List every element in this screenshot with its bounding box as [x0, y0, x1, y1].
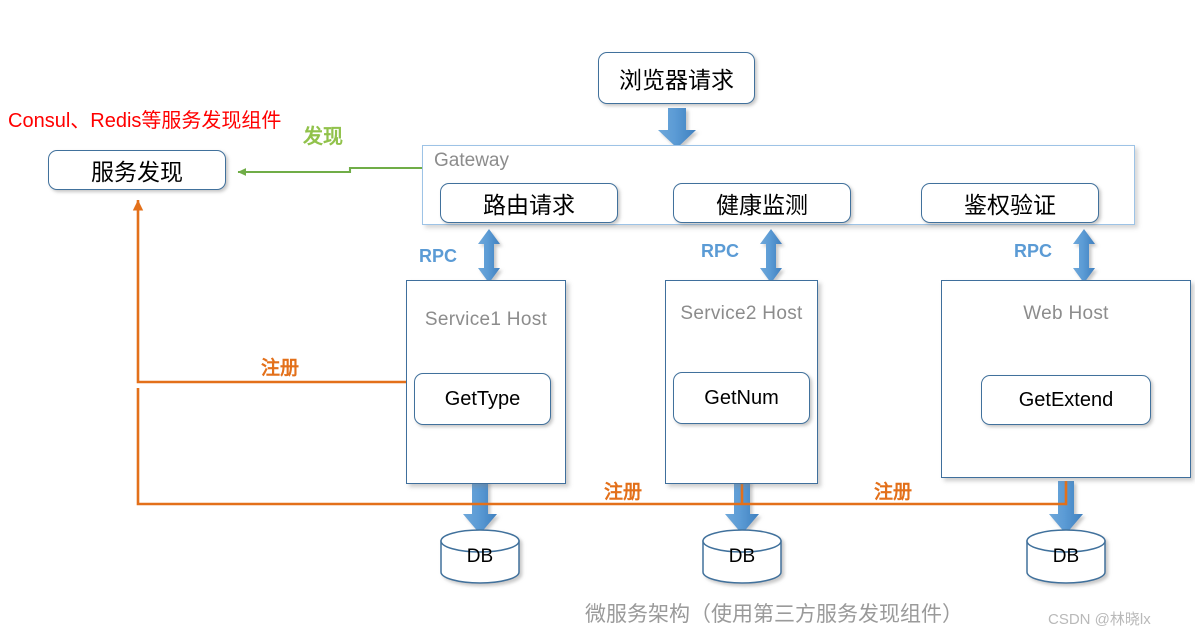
edge-label-rpc-2: RPC: [701, 241, 740, 261]
gateway-item-route-request-label: 路由请求: [483, 192, 575, 218]
node-db-1-label: DB: [466, 546, 494, 567]
node-service-discovery[interactable]: 服务发现: [48, 150, 226, 190]
arrow-rpc-service2: [760, 229, 782, 283]
edge-label-register-2: 注册: [604, 482, 643, 503]
edge-label-register-1: 注册: [261, 358, 300, 379]
gateway-item-route-request[interactable]: 路由请求: [440, 183, 618, 223]
note-discovery-components: Consul、Redis等服务发现组件: [8, 110, 282, 132]
arrow-web-to-db: [1049, 481, 1083, 534]
node-db-1[interactable]: DB: [441, 546, 519, 572]
arrow-browser-to-gateway: [658, 108, 696, 148]
gateway-item-health-monitor-label: 健康监测: [716, 192, 808, 218]
node-db-2-label: DB: [728, 546, 756, 567]
node-browser-request-label: 浏览器请求: [619, 67, 734, 93]
arrow-rpc-web: [1073, 229, 1095, 283]
node-db-3[interactable]: DB: [1027, 546, 1105, 572]
service-getype[interactable]: GetType: [414, 373, 551, 425]
arrow-service2-to-db: [725, 477, 759, 534]
arrow-rpc-service1: [478, 229, 500, 283]
node-browser-request[interactable]: 浏览器请求: [598, 52, 755, 104]
diagram-caption: 微服务架构（使用第三方服务发现组件）: [585, 603, 963, 626]
edge-label-rpc-3: RPC: [1014, 241, 1053, 261]
service-getextend[interactable]: GetExtend: [981, 375, 1151, 425]
node-db-3-label: DB: [1052, 546, 1080, 567]
node-host-web-title: Web Host: [1023, 303, 1109, 324]
service-getextend-label: GetExtend: [1018, 388, 1114, 411]
edge-label-discover: 发现: [303, 126, 343, 148]
service-getype-label: GetType: [444, 387, 521, 410]
watermark: CSDN @林晓lx: [1048, 611, 1151, 628]
gateway-item-auth-verify-label: 鉴权验证: [964, 192, 1056, 218]
edge-register-bus: [136, 388, 1068, 506]
edge-discover-gateway-to-registry: [237, 166, 422, 176]
edge-label-register-3: 注册: [874, 482, 913, 503]
node-host-service1-title: Service1 Host: [424, 309, 548, 330]
arrow-service1-to-db: [463, 477, 497, 534]
node-db-2[interactable]: DB: [703, 546, 781, 572]
node-host-service2-title: Service2 Host: [680, 303, 803, 324]
node-gateway-title: Gateway: [434, 150, 509, 171]
gateway-item-auth-verify[interactable]: 鉴权验证: [921, 183, 1099, 223]
service-getnum-label: GetNum: [704, 386, 779, 409]
service-getnum[interactable]: GetNum: [673, 372, 810, 424]
edge-label-rpc-1: RPC: [419, 246, 458, 266]
gateway-item-health-monitor[interactable]: 健康监测: [673, 183, 851, 223]
node-service-discovery-label: 服务发现: [91, 159, 183, 185]
